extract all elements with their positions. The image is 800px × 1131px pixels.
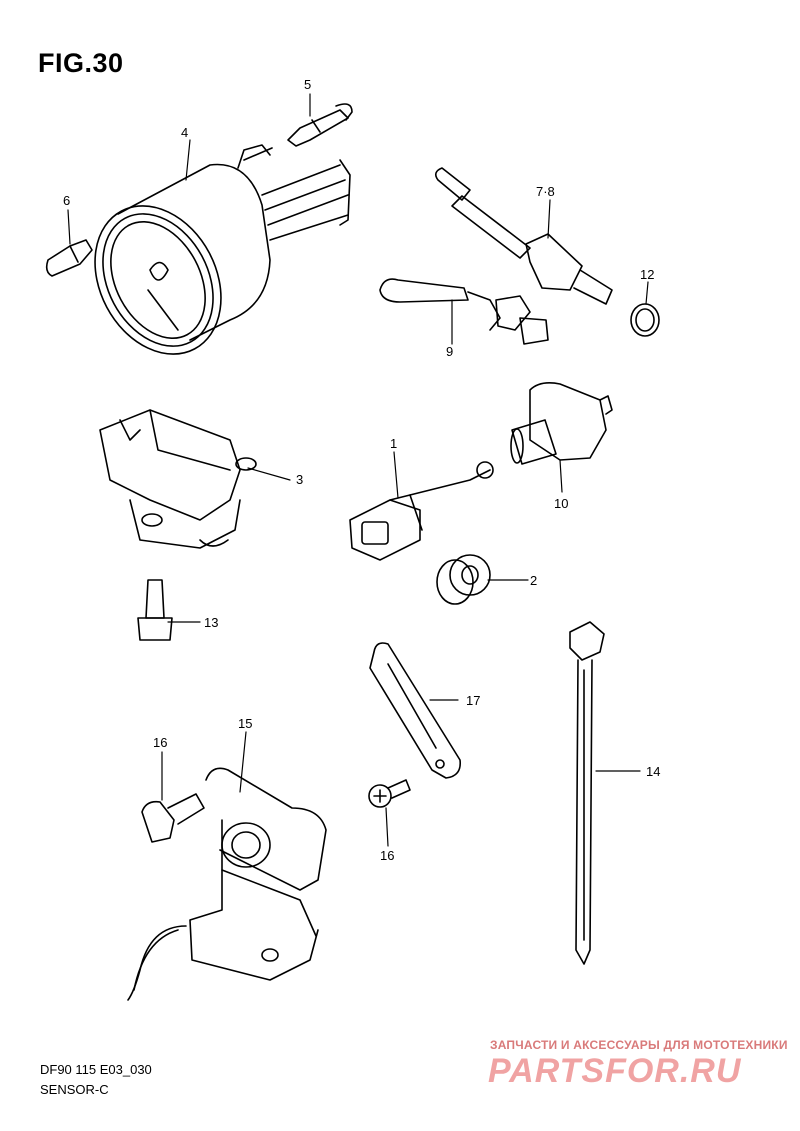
callout-label: 5 xyxy=(304,77,311,92)
cable-tie-part xyxy=(569,621,605,965)
callout-label: 14 xyxy=(646,764,660,779)
callout-label: 16 xyxy=(380,848,394,863)
strap-part xyxy=(369,642,462,779)
watermark-tagline: ЗАПЧАСТИ И АКСЕССУАРЫ ДЛЯ МОТОТЕХНИКИ xyxy=(490,1038,788,1052)
callout-label: 7·8 xyxy=(536,184,555,199)
pin-part xyxy=(287,103,353,147)
callout-14: 15 xyxy=(238,716,253,731)
callout-label: 2 xyxy=(530,573,537,588)
callout-label: 3 xyxy=(296,472,303,487)
washer-ring-inner xyxy=(635,308,655,332)
callout-label: 10 xyxy=(554,496,568,511)
callout-15: 16 xyxy=(153,735,168,750)
leader-lines xyxy=(67,93,649,847)
map-sensor-part xyxy=(99,409,257,549)
callout-label: 13 xyxy=(204,615,218,630)
gauge-part xyxy=(94,144,351,355)
callout-label: 9 xyxy=(446,344,453,359)
callout-label: 6 xyxy=(63,193,70,208)
bolt-12 xyxy=(137,579,173,641)
callout-label: 17 xyxy=(466,693,480,708)
bolt-15 xyxy=(141,793,205,843)
callout-labels: 4 5 6 7·8 9 12 3 13 1 10 2 14 17 16 15 1… xyxy=(63,77,660,863)
throttle-sensor-part xyxy=(127,767,327,1001)
oil-sensor-part xyxy=(379,278,549,345)
pressure-switch-part xyxy=(510,382,613,465)
figure-title: FIG.30 xyxy=(38,48,124,78)
connector-part xyxy=(349,461,494,561)
callout-label: 1 xyxy=(390,436,397,451)
grommet-part xyxy=(436,554,491,605)
callout-label: 12 xyxy=(640,267,654,282)
screw-16 xyxy=(368,779,411,808)
temp-sensor-part xyxy=(434,167,613,305)
diagram-name: SENSOR-C xyxy=(40,1082,109,1097)
callout-label: 4 xyxy=(181,125,188,140)
diagram-code: DF90 115 E03_030 xyxy=(40,1062,152,1077)
washer-ring xyxy=(630,303,660,337)
watermark-logo: PARTSFOR.RU xyxy=(488,1052,742,1090)
bulb-part xyxy=(45,239,93,277)
